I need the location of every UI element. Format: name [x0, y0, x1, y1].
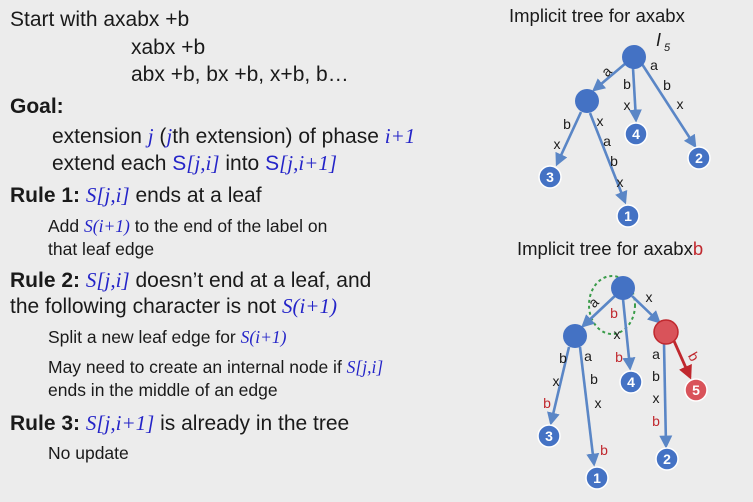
tree1-edge-label: a — [603, 133, 611, 149]
tree1-root-node — [622, 45, 646, 69]
tree2-edge-label: x — [614, 326, 621, 342]
tree1-edge-label: a — [598, 63, 615, 80]
tree1-title: Implicit tree for axabx — [509, 5, 685, 26]
tree2-leaf-4 — [619, 370, 643, 394]
tree2-edge-label: b — [652, 368, 660, 384]
tree1-leaf-2-label: 2 — [695, 150, 703, 166]
tree1-edge-label: b — [610, 153, 618, 169]
tree2-edge-label: a — [585, 294, 602, 311]
tree1-edge-label: a — [650, 57, 658, 73]
tree2-edge-root-internal — [581, 293, 618, 328]
tree1-root-label: I 5 — [656, 30, 671, 54]
tree2-edge-internal-leaf1 — [578, 346, 600, 467]
tree2-leaf-1 — [585, 466, 609, 490]
rule2-line-1: Rule 2: S[j,i] doesn’t end at a leaf, an… — [10, 268, 372, 292]
tree2-red-edge-label: b — [543, 395, 551, 411]
tree2-edge-label: a — [652, 346, 660, 362]
tree2-leaf-3-label: 3 — [545, 428, 553, 444]
rule1-sub-2: that leaf edge — [48, 239, 155, 259]
tree2-edge-label: b — [559, 350, 567, 366]
tree2-new-internal-node — [653, 319, 679, 345]
tree2-leaf-5 — [684, 378, 708, 402]
tree2-edge-label: a — [584, 348, 592, 364]
tree1-internal-node — [575, 89, 599, 113]
tree2-edge-internal-leaf3 — [547, 346, 571, 426]
tree1-leaf-4-label: 4 — [632, 126, 640, 142]
svg-text:5: 5 — [664, 42, 671, 54]
tree1-leaf-1 — [616, 204, 640, 228]
tree2-edge-root-leaf4 — [621, 298, 636, 371]
tree2-dotted-highlight — [588, 275, 636, 335]
tree2-edge-label: x — [553, 373, 560, 389]
tree2-root-node — [611, 276, 635, 300]
tree1-edge-label: b — [663, 77, 671, 93]
tree2-red-edge-label: b — [652, 413, 660, 429]
tree1-edge-label: x — [677, 96, 684, 112]
goal-extension-line: extension j (jth extension) of phase i+1 — [52, 124, 416, 148]
tree2-red-edge-label: b — [610, 305, 618, 321]
tree2-edge-label: b — [590, 371, 598, 387]
goal-extend-line: extend each S[j,i] into S[j,i+1] — [52, 151, 338, 175]
svg-text:I: I — [656, 30, 661, 50]
tree1-leaf-1-label: 1 — [624, 208, 632, 224]
tree2-edge-label: x — [646, 289, 653, 305]
tree2-red-edge-label: b — [615, 349, 623, 365]
tree1-leaf-4 — [624, 122, 648, 146]
rule2-line-2: the following character is not S(i+1) — [10, 294, 337, 318]
tree2-edge-label: x — [595, 395, 602, 411]
tree2-red-edge-label: b — [600, 442, 608, 458]
tree2-leaf-2-label: 2 — [663, 451, 671, 467]
tree1-leaf-2 — [687, 146, 711, 170]
tree2-leaf-1-label: 1 — [593, 470, 601, 486]
rule3-sub: No update — [48, 443, 129, 463]
rule3-line: Rule 3: S[j,i+1] is already in the tree — [10, 411, 350, 435]
tree1-edge-internal-leaf1 — [588, 112, 628, 205]
rule2-sub-1: Split a new leaf edge for S(i+1) — [48, 327, 287, 347]
tree2-edge-root-new-internal — [631, 295, 661, 324]
tree2-leaf-3 — [537, 424, 561, 448]
tree2-leaf-2 — [655, 447, 679, 471]
rule2-sub-3: ends in the middle of an edge — [48, 380, 278, 400]
intro-line-1: Start with axabx +b — [10, 8, 190, 31]
rule2-sub-2: May need to create an internal node if S… — [48, 357, 384, 377]
tree2-edge-new-leaf5 — [672, 340, 692, 380]
tree1-edge-root-internal — [592, 62, 627, 92]
tree1-edge-label: x — [617, 174, 624, 190]
intro-line-3: abx +b, bx +b, x+b, b… — [131, 63, 349, 86]
tree2-edge-label: x — [653, 390, 660, 406]
tree1-edge-label: b — [563, 116, 571, 132]
tree1-edge-root-leaf2 — [640, 63, 697, 149]
tree1-leaf-3-label: 3 — [546, 169, 554, 185]
intro-line-2: xabx +b — [131, 36, 206, 59]
tree1-edge-internal-leaf3 — [555, 111, 583, 167]
goal-heading: Goal: — [10, 95, 64, 118]
tree2-title: Implicit tree for axabxb — [517, 238, 704, 259]
tree2-internal-node — [563, 324, 587, 348]
tree2: a x x a b x b x a b x b b b b b b 3 1 4 — [537, 275, 708, 490]
tree1-edge-label: b — [623, 76, 631, 92]
tree1-edge-root-leaf4 — [628, 67, 642, 123]
rule1-sub-1: Add S(i+1) to the end of the label on — [48, 216, 328, 236]
tree2-leaf-4-label: 4 — [627, 374, 635, 390]
tree2-edge-internal-leaf2 — [659, 342, 673, 449]
tree2-red-edge-label: b — [685, 349, 703, 364]
tree1-edge-label: x — [597, 113, 604, 129]
tree1-edge-label: x — [624, 97, 631, 113]
tree2-leaf-5-label: 5 — [692, 382, 700, 398]
tree1: I 5 a b x a b x b x x a b x 3 1 4 2 — [538, 30, 711, 228]
tree1-leaf-3 — [538, 165, 562, 189]
rule1-line: Rule 1: S[j,i] ends at a leaf — [10, 183, 262, 207]
tree1-edge-label: x — [554, 136, 561, 152]
